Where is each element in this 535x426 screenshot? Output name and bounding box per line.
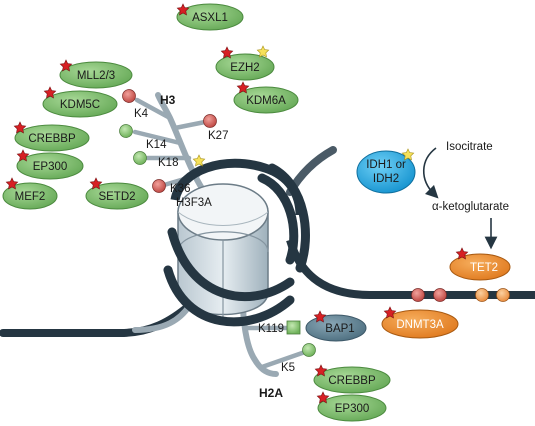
methyl-cpg-mark bbox=[433, 288, 447, 302]
setd2-label: SETD2 bbox=[98, 191, 135, 203]
kdm5c-label: KDM5C bbox=[60, 99, 100, 111]
h3-k4-methyl-mark bbox=[122, 89, 136, 103]
idh-label-line2: IDH2 bbox=[373, 173, 399, 185]
enzyme-kdm6a: KDM6A bbox=[233, 81, 299, 114]
dna-methylation-marks bbox=[411, 288, 510, 302]
ep300-h2a-label: EP300 bbox=[335, 403, 370, 415]
h2a-label: H2A bbox=[259, 386, 283, 400]
h2a-tail bbox=[240, 305, 308, 377]
nucleosome bbox=[163, 158, 310, 327]
enzyme-ep300-h3: EP300 bbox=[16, 149, 84, 180]
enzyme-ep300-h2a: EP300 bbox=[316, 391, 387, 422]
h2a-k119-ubiquitin-mark bbox=[286, 320, 301, 335]
h3-k36-label: K36 bbox=[170, 183, 190, 195]
enzyme-setd2: SETD2 bbox=[85, 177, 149, 210]
bap1-label: BAP1 bbox=[325, 323, 354, 335]
enzyme-bap1: BAP1 bbox=[305, 310, 367, 342]
enzyme-ezh2: EZH2 bbox=[215, 45, 275, 81]
hydroxymethyl-cpg-mark bbox=[475, 288, 489, 302]
enzyme-mll23: MLL2/3 bbox=[59, 59, 133, 89]
h3f3a-mutation-icon bbox=[193, 154, 205, 167]
enzyme-crebbp-h2a: CREBBP bbox=[313, 364, 391, 394]
h3-k18-label: K18 bbox=[158, 157, 178, 169]
h2a-marks bbox=[286, 320, 316, 357]
isocitrate-label: Isocitrate bbox=[446, 141, 493, 153]
asxl1-label: ASXL1 bbox=[192, 12, 228, 24]
enzyme-tet2: TET2 bbox=[449, 247, 511, 281]
isocitrate-to-aketoglutarate-arrow bbox=[422, 147, 439, 199]
h3-k14-label: K14 bbox=[146, 139, 167, 151]
methyl-cpg-mark bbox=[411, 288, 425, 302]
aketoglutarate-label: α-ketoglutarate bbox=[432, 201, 509, 213]
dnmt3a-label: DNMT3A bbox=[396, 319, 444, 331]
h3-k14-acetyl-mark bbox=[119, 124, 133, 138]
h3-marks bbox=[119, 89, 217, 193]
h3f3a-label: H3F3A bbox=[176, 197, 212, 209]
ep300-h3-label: EP300 bbox=[33, 161, 68, 173]
h3-k27-label: K27 bbox=[208, 130, 228, 142]
enzyme-kdm5c: KDM5C bbox=[42, 86, 118, 118]
crebbp-h2a-label: CREBBP bbox=[328, 375, 376, 387]
tet2-label: TET2 bbox=[470, 262, 498, 274]
enzyme-mef2: MEF2 bbox=[2, 177, 58, 210]
ezh2-label: EZH2 bbox=[230, 62, 259, 74]
idh-label-line1: IDH1 or bbox=[366, 159, 406, 171]
hydroxymethyl-cpg-mark bbox=[496, 288, 510, 302]
kdm6a-label: KDM6A bbox=[246, 95, 286, 107]
h2a-k119-label: K119 bbox=[258, 323, 284, 335]
enzyme-asxl1: ASXL1 bbox=[176, 3, 244, 31]
h3-label: H3 bbox=[160, 93, 176, 107]
enzyme-crebbp-h3: CREBBP bbox=[14, 121, 90, 152]
h3-k36-methyl-mark bbox=[152, 179, 166, 193]
h2a-k5-acetyl-mark bbox=[302, 343, 316, 357]
h3-k27-methyl-mark bbox=[203, 114, 217, 128]
h3-k4-label: K4 bbox=[134, 108, 149, 120]
mll23-label: MLL2/3 bbox=[77, 70, 115, 82]
h2a-k5-label: K5 bbox=[281, 362, 295, 374]
enzyme-dnmt3a: DNMT3A bbox=[381, 306, 459, 339]
h3-k18-acetyl-mark bbox=[133, 151, 147, 165]
crebbp-h3-label: CREBBP bbox=[28, 133, 76, 145]
enzyme-idh: IDH1 or IDH2 bbox=[356, 148, 416, 194]
mef2-label: MEF2 bbox=[15, 191, 46, 203]
